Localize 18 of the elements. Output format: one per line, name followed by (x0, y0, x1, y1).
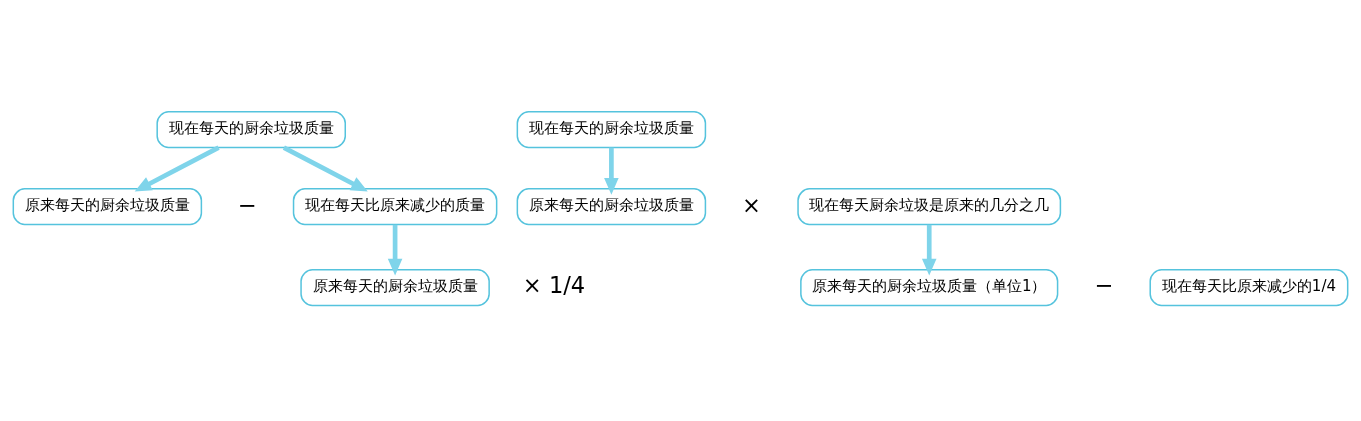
node-box: 现在每天厨余垃圾是原来的几分之几 (797, 188, 1062, 226)
arrow (282, 145, 368, 192)
label: − (238, 191, 257, 218)
arrow (387, 224, 403, 276)
node-box: 原来每天的厨余垃圾质量（单位1） (800, 269, 1059, 307)
label: × 1/4 (522, 272, 586, 299)
node-box: 现在每天的厨余垃圾质量 (516, 111, 707, 149)
label: × (742, 191, 761, 218)
node-box: 现在每天比原来减少的1/4 (1149, 269, 1349, 307)
arrow (921, 224, 937, 276)
node-box: 现在每天的厨余垃圾质量 (156, 111, 346, 149)
node-box: 现在每天比原来减少的质量 (292, 188, 498, 226)
node-box: 原来每天的厨余垃圾质量 (12, 188, 203, 226)
node-box: 原来每天的厨余垃圾质量 (516, 188, 707, 226)
node-box: 原来每天的厨余垃圾质量 (300, 269, 490, 307)
arrow (134, 145, 220, 192)
label: − (1094, 272, 1114, 299)
arrow (604, 147, 619, 195)
